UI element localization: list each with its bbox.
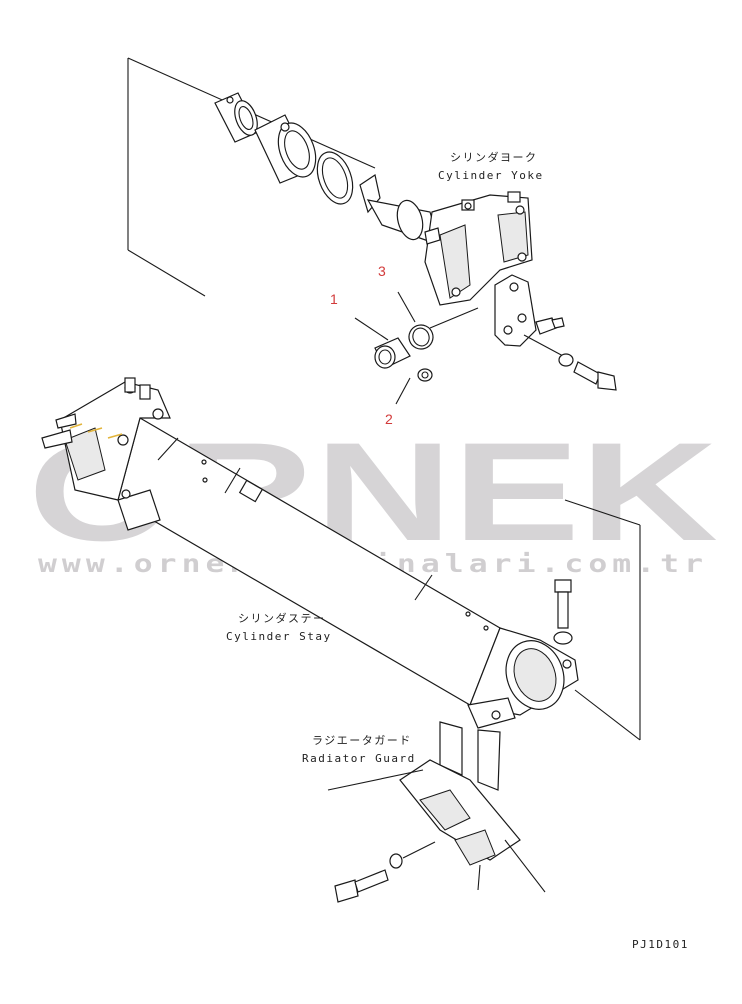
cylinder-yoke-label-en: Cylinder Yoke xyxy=(438,169,544,182)
washer-upper xyxy=(558,353,574,367)
washer-stay xyxy=(553,631,573,645)
part-1-bushing xyxy=(374,337,411,369)
radiator-guard-leader xyxy=(327,769,424,791)
ring xyxy=(316,151,354,205)
washer-lower xyxy=(389,853,403,869)
leader-3a xyxy=(397,291,416,323)
radiator-guard-label-en: Radiator Guard xyxy=(302,752,416,765)
callout-1: 1 xyxy=(330,291,338,307)
callout-3: 3 xyxy=(378,263,386,279)
radiator-guard-label-jp: ラジエータガード xyxy=(312,734,412,747)
radiator-guard xyxy=(399,721,546,893)
bolt-upper xyxy=(573,361,617,391)
part-3-ring xyxy=(408,324,434,350)
bolt-lower-leader xyxy=(402,841,436,859)
drawing-code: PJ1D101 xyxy=(632,938,689,951)
leader-1 xyxy=(354,317,389,341)
bushing-large xyxy=(254,114,317,184)
bushing-small xyxy=(214,92,259,143)
cylinder-stay-label-en: Cylinder Stay xyxy=(226,630,332,643)
bolt-stay xyxy=(554,579,572,629)
leader-2 xyxy=(395,377,411,405)
cylinder-yoke xyxy=(424,191,533,306)
bolt-lower xyxy=(334,869,389,903)
yoke-cap xyxy=(494,274,565,347)
part-2-fitting xyxy=(417,368,433,382)
cylinder-stay-label-jp: シリンダステー xyxy=(238,611,326,625)
cylinder-stay xyxy=(41,377,579,729)
cylinder-yoke-label-jp: シリンダヨーク xyxy=(450,150,538,164)
bolt-leader-line xyxy=(523,334,566,358)
middle-plane-outline xyxy=(564,499,641,741)
leader-3b xyxy=(429,307,479,329)
callout-2: 2 xyxy=(385,411,393,427)
